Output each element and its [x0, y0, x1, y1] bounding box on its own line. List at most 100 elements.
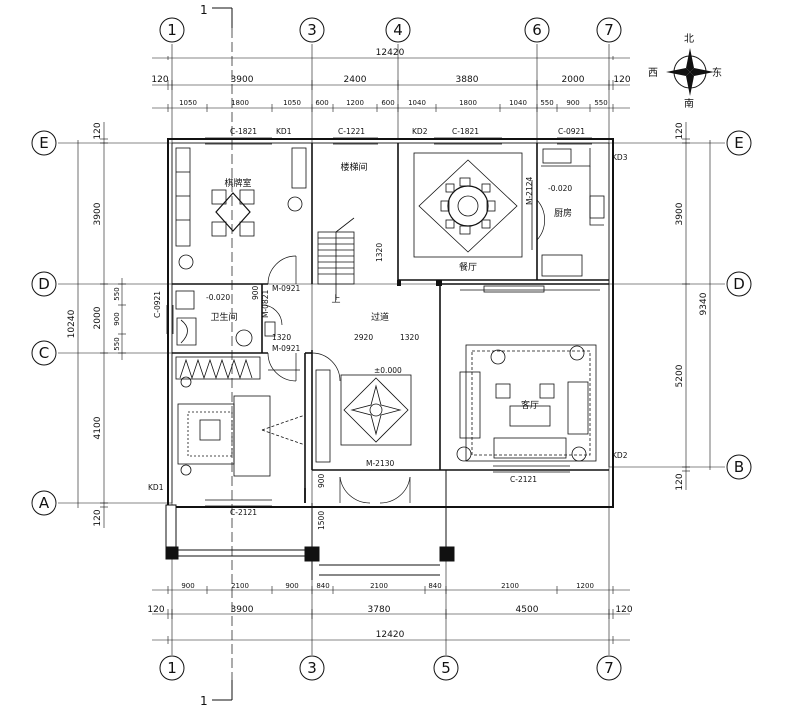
- axis-bubbles-top: 1 3 4 6 7: [159, 17, 622, 43]
- top-dim-3-6: 1040: [408, 99, 426, 107]
- room-label-corridor: 过道: [371, 311, 389, 323]
- room-label-living: 客厅: [521, 399, 539, 411]
- tag-kd3: KD3: [612, 153, 628, 162]
- axis-label-top-3: 3: [307, 21, 317, 39]
- left-dimension-lines: [77, 122, 126, 528]
- tag-c1221: C-1221: [338, 127, 365, 136]
- living-room-furniture: [456, 285, 600, 462]
- room-label-dining: 餐厅: [459, 261, 477, 273]
- left-small-dim-2: 550: [113, 337, 121, 350]
- axis-label-top-6: 6: [532, 21, 542, 39]
- tag-m0921-b: M-0921: [272, 344, 300, 353]
- axis-label-top-1: 1: [167, 21, 177, 39]
- tag-c2121-b: C-2121: [510, 475, 537, 484]
- dim-1500-porch: 1500: [317, 511, 326, 530]
- axis-label-left-A: A: [39, 494, 50, 512]
- tag-m0921-a: M-0921: [272, 284, 300, 293]
- right-dim-0: 120: [675, 122, 685, 139]
- top-dim-2-4: 2000: [562, 75, 585, 85]
- kitchen-furniture: [541, 148, 605, 277]
- tag-c1821-a: C-1821: [230, 127, 257, 136]
- right-total-dimension: 9340: [699, 292, 709, 315]
- bottom-dim-1-4: 2100: [370, 582, 388, 590]
- chess-room-furniture: [175, 147, 307, 270]
- dim-900-bath-door: 900: [251, 285, 260, 300]
- bottom-dim-2-1: 3900: [231, 605, 254, 615]
- room-label-bath: 卫生间: [210, 311, 237, 323]
- left-dim-2: 2000: [93, 306, 103, 329]
- top-dim-2-3: 3880: [456, 75, 479, 85]
- elevation-bath: -0.020: [206, 293, 230, 302]
- compass-north: 北: [684, 33, 694, 45]
- top-dim-3-0: 1050: [179, 99, 197, 107]
- dim-900-entry: 900: [317, 473, 326, 488]
- top-dim-3-10: 900: [566, 99, 579, 107]
- bottom-dim-1-2: 900: [285, 582, 298, 590]
- windows: [166, 137, 592, 507]
- bottom-dim-1-5: 840: [428, 582, 441, 590]
- axis-bubbles-right: E D B: [726, 130, 752, 480]
- interior-walls: [172, 143, 609, 503]
- bottom-dim-1-3: 840: [316, 582, 329, 590]
- section-mark-bottom: [212, 680, 233, 701]
- elevation-hall: ±0.000: [374, 366, 402, 375]
- top-dim-3-5: 600: [381, 99, 394, 107]
- bathroom-fixtures: [175, 290, 276, 347]
- dim-1320-bath: 1320: [272, 333, 291, 342]
- tag-kd2: KD2: [412, 127, 428, 136]
- structural-columns: [397, 280, 442, 286]
- bottom-dim-1-1: 2100: [231, 582, 249, 590]
- tag-c0921-left: C-0921: [153, 291, 162, 318]
- axis-label-right-B: B: [734, 458, 744, 476]
- tag-kd1: KD1: [276, 127, 292, 136]
- axis-label-top-7: 7: [604, 21, 614, 39]
- tag-m2124: M-2124: [525, 177, 534, 205]
- front-porch: [165, 470, 455, 580]
- left-total-dimension: 10240: [67, 309, 77, 338]
- compass-south: 南: [684, 97, 694, 110]
- left-small-dim-0: 550: [113, 287, 121, 300]
- stairs: [317, 217, 355, 300]
- right-dimension-lines: [682, 122, 711, 490]
- axis-label-left-D: D: [38, 275, 50, 293]
- top-dim-2-2: 2400: [344, 75, 367, 85]
- left-dim-0: 120: [93, 122, 103, 139]
- top-dim-3-1: 1800: [231, 99, 249, 107]
- tag-m2130: M-2130: [366, 459, 394, 468]
- axis-grid-lines: [58, 44, 725, 655]
- axis-bubbles-left: E D C A: [31, 130, 57, 516]
- exterior-walls: [167, 138, 614, 508]
- bottom-dimension-lines: [152, 586, 630, 644]
- tag-c2121-a: C-2121: [230, 508, 257, 517]
- bottom-dim-1-7: 1200: [576, 582, 594, 590]
- top-dim-3-2: 1050: [283, 99, 301, 107]
- elevation-kitchen: -0.020: [548, 184, 572, 193]
- right-dim-2: 5200: [675, 364, 685, 387]
- dim-1320-stair: 1320: [375, 243, 384, 262]
- dim-2920-corridor: 2920: [354, 333, 373, 342]
- axis-label-right-D: D: [733, 275, 745, 293]
- axis-bubbles-bottom: 1 3 5 7: [159, 655, 622, 681]
- doors: [261, 199, 545, 504]
- bedroom-furniture: [175, 356, 306, 477]
- compass-icon: [666, 48, 714, 96]
- top-dim-3-8: 1040: [509, 99, 527, 107]
- axis-label-top-4: 4: [393, 21, 403, 39]
- room-label-stair: 楼梯间: [340, 161, 367, 173]
- top-dim-2-1: 3900: [231, 75, 254, 85]
- tag-c0921-top: C-0921: [558, 127, 585, 136]
- left-small-dim-1: 900: [113, 312, 121, 325]
- hall-floor-pattern: [315, 369, 412, 463]
- right-dim-1: 3900: [675, 202, 685, 225]
- section-mark-top: [212, 7, 233, 28]
- room-label-kitchen: 厨房: [554, 207, 572, 219]
- room-label-chess: 棋牌室: [224, 177, 251, 189]
- tag-m0821: M-0821: [261, 290, 270, 318]
- bottom-dim-2-2: 3780: [368, 605, 391, 615]
- top-dim-3-4: 1200: [346, 99, 364, 107]
- section-mark-label-bottom: 1: [200, 694, 208, 708]
- axis-label-bottom-7: 7: [604, 659, 614, 677]
- left-dim-1: 3900: [93, 202, 103, 225]
- bottom-dim-2-3: 4500: [516, 605, 539, 615]
